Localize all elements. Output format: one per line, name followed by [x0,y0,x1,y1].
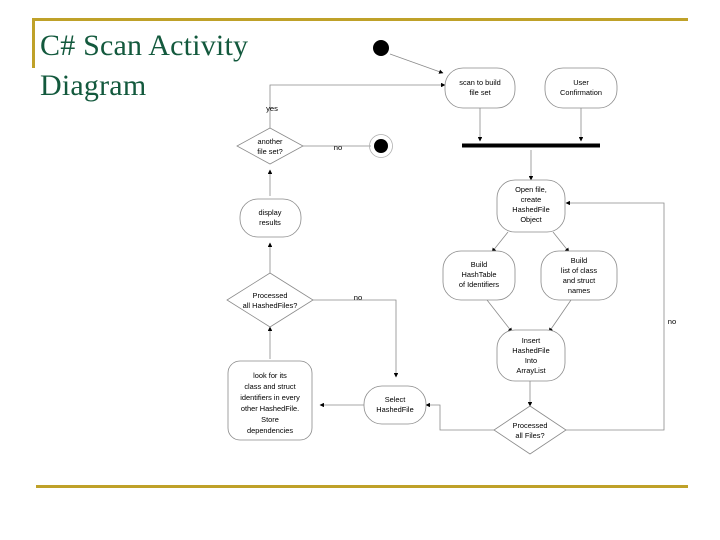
activity-selecthashedfile-label-1: Select [385,395,406,404]
activity-lookforids-label-5: Store [261,415,279,424]
guard-label-no-processed-all-hashedfiles: no [354,293,362,302]
edge-openfile-to-buildhashtable [491,231,509,253]
activity-build-list-of-class-and-struct-names: Build list of class and struct names [540,250,618,301]
edge-start-to-scan [389,53,444,74]
activity-select-hashedfile: Select HashedFile [363,385,427,425]
decision-processedhashedfiles-label-1: Processed [253,291,288,300]
activity-openfile-label-3: HashedFile [512,205,549,214]
activity-openfile-label-2: create [521,195,542,204]
activity-buildhashtable-label-3: of Identifiers [459,280,500,289]
accent-rule-bottom [36,485,688,488]
activity-scan-label-1: scan to build [459,78,501,87]
activity-buildlist-label-3: and struct [563,276,595,285]
decision-anotherfileset-label-2: file set? [257,147,282,156]
initial-node [373,40,389,56]
decision-processedhashedfiles-label-2: all HashedFiles? [243,301,298,310]
activity-insert-label-1: Insert [522,336,540,345]
activity-lookforids-label-1: look for its [253,371,287,380]
decision-processedfiles-label-2: all Files? [515,431,544,440]
decision-another-file-set: another file set? [236,127,304,165]
activity-buildlist-label-4: names [568,286,590,295]
activity-open-file-create-hashedfile-object: Open file, create HashedFile Object [496,179,566,233]
decision-processed-all-files: Processed all Files? [493,405,567,455]
activity-insert-label-4: ArrayList [516,366,545,375]
activity-lookforids-label-2: class and struct [244,382,295,391]
edge-buildlist-to-insert [548,299,572,333]
activity-lookforids-label-3: identifiers in every [240,393,300,402]
guard-label-no-processed-all-files: no [668,317,676,326]
edge-buildhashtable-to-insert [486,299,513,333]
activity-lookforids-label-6: dependencies [247,426,293,435]
edge-openfile-to-buildlist [552,231,570,253]
activity-buildlist-label-2: list of class [561,266,597,275]
page-title-line-2: Diagram [40,68,147,102]
activity-display-results: display results [239,198,302,238]
activity-displayresults-label-1: display [258,208,281,217]
activity-buildhashtable-label-2: HashTable [462,270,497,279]
decision-processed-all-hashedfiles: Processed all HashedFiles? [226,272,314,328]
activity-displayresults-label-2: results [259,218,281,227]
final-node [369,134,393,158]
activity-userconfirmation-label-1: User [573,78,589,87]
synchronization-bar [462,143,600,148]
activity-openfile-label-1: Open file, [515,185,547,194]
activity-build-hashtable-of-identifiers: Build HashTable of Identifiers [442,250,516,301]
activity-user-confirmation: User Confirmation [544,67,618,109]
edge-processedfiles-no-to-openfile [564,200,665,431]
page-title-line-1: C# Scan Activity [40,29,249,62]
edge-layer [267,53,665,431]
edge-processedfiles-to-selecthashedfile [425,402,496,431]
page-title: C# Scan Activity Diagram [40,26,340,106]
guard-label-layer: yes no no no [266,104,676,326]
decision-processedfiles-label-1: Processed [513,421,548,430]
edge-processedhashedfiles-no-to-selecthashedfile [311,299,399,378]
guard-label-yes: yes [266,104,278,113]
activity-buildlist-label-1: Build [571,256,587,265]
activity-selecthashedfile-label-2: HashedFile [376,405,413,414]
accent-rule-top [32,18,688,21]
decision-anotherfileset-label-1: another [257,137,283,146]
activity-insert-label-3: Into [525,356,537,365]
activity-insert-label-2: HashedFile [512,346,549,355]
activity-scan-to-build-file-set: scan to build file set [444,67,516,109]
activity-buildhashtable-label-1: Build [471,260,487,269]
activity-look-for-identifiers-store-dependencies: look for its class and struct identifier… [227,360,313,441]
guard-label-no-another-file-set: no [334,143,342,152]
activity-openfile-label-4: Object [520,215,541,224]
activity-insert-hashedfile-into-arraylist: Insert HashedFile Into ArrayList [496,329,566,382]
accent-rule-left [32,18,35,68]
edge-anotherfileset-yes-to-scan [269,82,446,128]
activity-scan-label-2: file set [469,88,490,97]
activity-lookforids-label-4: other HashedFile. [241,404,299,413]
activity-userconfirmation-label-2: Confirmation [560,88,602,97]
